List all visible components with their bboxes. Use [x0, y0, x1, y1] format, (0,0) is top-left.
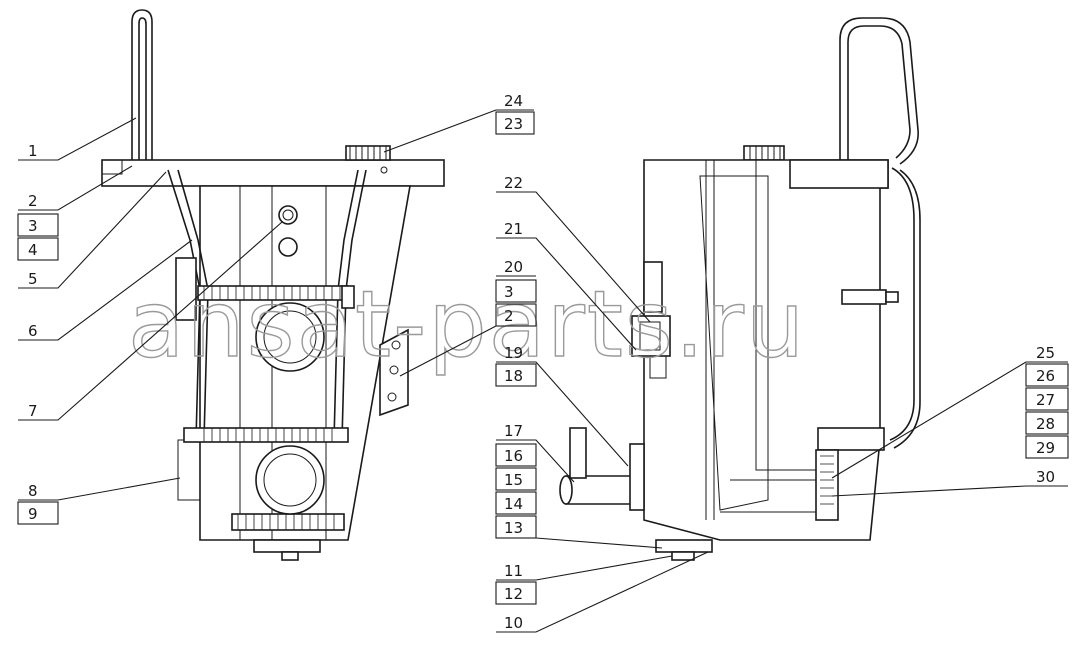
callout-box-3b [495, 279, 537, 303]
callout-18: 18 [504, 367, 523, 385]
callout-16: 16 [504, 447, 523, 465]
callout-box-3 [17, 213, 59, 237]
callout-box-26 [1025, 363, 1069, 387]
callout-23: 23 [504, 115, 523, 133]
callout-6: 6 [28, 322, 38, 340]
callout-5: 5 [28, 270, 38, 288]
callouts-right: 25 26 27 28 29 30 [831, 344, 1069, 497]
callout-3: 3 [28, 217, 38, 235]
callout-box-13 [495, 515, 537, 539]
callout-9: 9 [28, 505, 38, 523]
callout-15: 15 [504, 471, 523, 489]
callout-27: 27 [1036, 391, 1055, 409]
callout-25: 25 [1036, 344, 1055, 362]
callout-20: 20 [504, 258, 523, 276]
callout-14: 14 [504, 495, 523, 513]
callout-box-14 [495, 491, 537, 515]
callout-box-23 [495, 111, 535, 135]
callout-box-2b [495, 303, 537, 327]
callout-2b: 2 [504, 307, 514, 325]
callout-21: 21 [504, 220, 523, 238]
callout-30: 30 [1036, 468, 1055, 486]
callout-box-18 [495, 363, 537, 387]
callout-24: 24 [504, 92, 523, 110]
right-handle [839, 17, 919, 165]
left-handle [131, 9, 153, 160]
left-plate-step [101, 159, 123, 175]
left-view [101, 9, 445, 561]
callouts-left: 1 2 3 4 5 6 7 8 9 24 23 [17, 92, 535, 525]
callout-1: 1 [28, 142, 38, 160]
watermark-text: ansat-parts.ru [128, 271, 806, 378]
left-cover-upper [255, 302, 325, 372]
callout-box-12 [495, 581, 537, 605]
callout-box-4 [17, 237, 59, 261]
right-bracket-lower [815, 449, 839, 521]
callout-box-15 [495, 467, 537, 491]
callout-box-29 [1025, 435, 1069, 459]
callout-box-27 [1025, 387, 1069, 411]
right-view [559, 17, 921, 561]
callout-19: 19 [504, 344, 523, 362]
callouts-middle: 22 21 20 3 2 19 18 17 16 15 14 13 11 12 … [399, 174, 709, 633]
callout-28: 28 [1036, 415, 1055, 433]
callout-7: 7 [28, 402, 38, 420]
callout-22: 22 [504, 174, 523, 192]
callout-11: 11 [504, 562, 523, 580]
callout-13: 13 [504, 519, 523, 537]
callout-12: 12 [504, 585, 523, 603]
callout-box-9 [17, 501, 59, 525]
callout-26: 26 [1036, 367, 1055, 385]
callout-29: 29 [1036, 439, 1055, 457]
callout-4: 4 [28, 241, 38, 259]
callout-10: 10 [504, 614, 523, 632]
callout-17: 17 [504, 422, 523, 440]
callout-box-28 [1025, 411, 1069, 435]
callout-box-16 [495, 443, 537, 467]
left-cover-lower [255, 445, 325, 515]
callout-3b: 3 [504, 283, 514, 301]
right-outlet [565, 475, 633, 505]
callout-8: 8 [28, 482, 38, 500]
callout-2: 2 [28, 192, 38, 210]
left-top-plate [101, 159, 445, 187]
